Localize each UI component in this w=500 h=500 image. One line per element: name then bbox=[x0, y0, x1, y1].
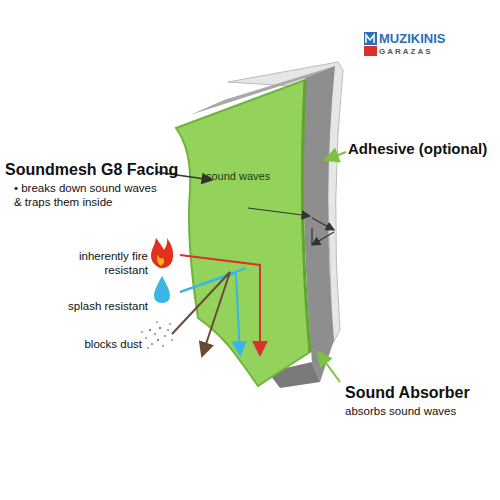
property-label: inherently fire resistant bbox=[72, 250, 148, 278]
facing-note: • breaks down sound waves & traps them i… bbox=[14, 182, 164, 210]
absorber-note: absorbs sound waves bbox=[345, 405, 495, 419]
adhesive-label: Adhesive (optional) bbox=[348, 140, 496, 158]
panel-text: sound waves bbox=[206, 170, 286, 183]
property-label: splash resistant bbox=[52, 300, 148, 314]
absorber-label: Sound Absorber bbox=[345, 383, 495, 402]
facing-title: Soundmesh G8 Facing bbox=[5, 160, 205, 179]
logo-text: GARAZAS bbox=[379, 47, 489, 57]
logo-text: MUZIKINIS bbox=[379, 31, 489, 47]
property-label: blocks dust bbox=[62, 338, 142, 352]
